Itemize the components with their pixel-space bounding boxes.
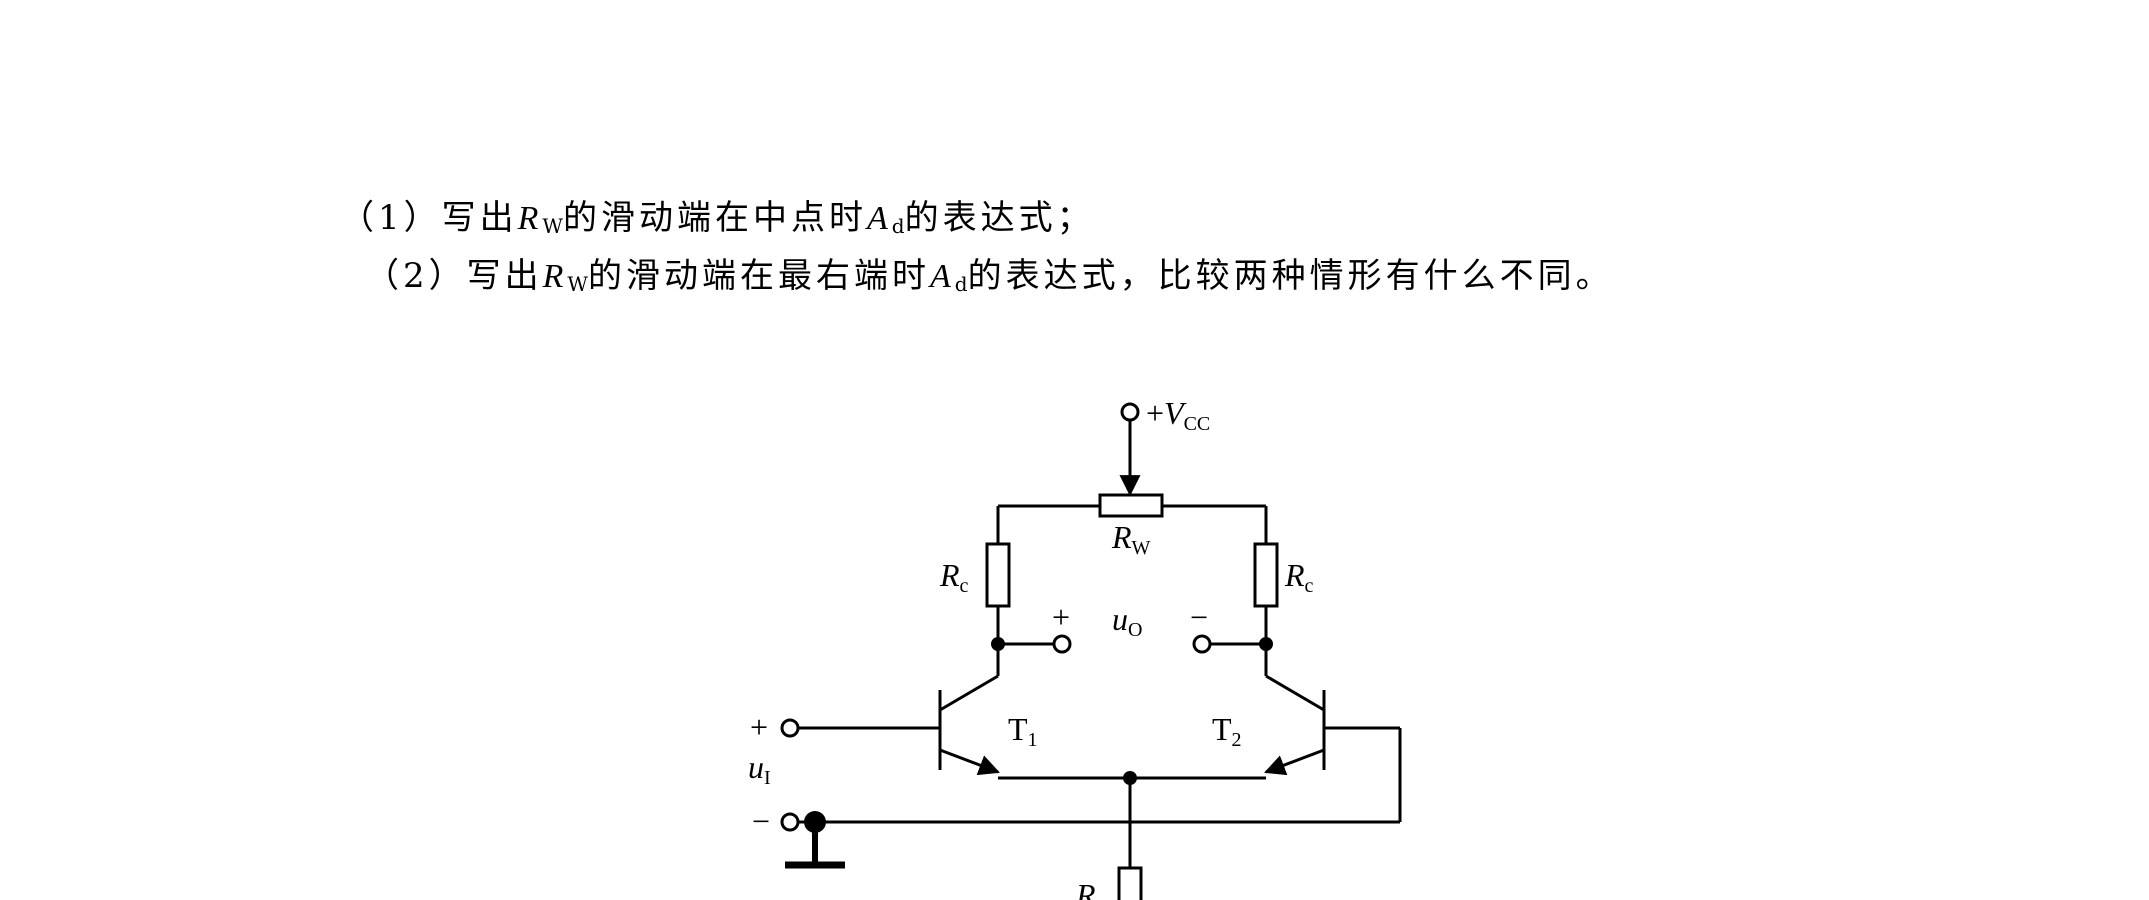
junction-left <box>991 637 1005 651</box>
rc-right-label: Rc <box>1284 557 1314 597</box>
potentiometer-rw <box>1098 493 1164 518</box>
q1-prefix: （1）写出 <box>340 198 518 238</box>
vcc-label: +VCC <box>1146 395 1210 435</box>
ui-label: uI <box>748 749 771 789</box>
q2-var2: A <box>929 258 955 295</box>
t1-collector <box>939 674 999 712</box>
output-terminal-minus <box>1192 634 1212 654</box>
question-1: （1）写出RW的滑动端在中点时Ad的表达式； <box>340 190 1095 239</box>
rc-left-label: Rc <box>939 557 969 597</box>
t1-label: T1 <box>1008 711 1038 751</box>
q1-suffix: 的表达式； <box>904 198 1095 238</box>
output-terminal-plus <box>1052 634 1072 654</box>
junction-ground <box>804 811 826 833</box>
re-label: R <box>1075 877 1096 900</box>
q1-var2: A <box>866 200 892 237</box>
t2-label: T2 <box>1212 711 1242 751</box>
vcc-terminal <box>1120 402 1140 422</box>
resistor-re <box>1117 866 1143 900</box>
uo-plus-label: + <box>1052 599 1070 635</box>
junction-right <box>1259 637 1273 651</box>
input-terminal-plus <box>780 718 800 738</box>
resistor-rc-left <box>985 542 1011 608</box>
t2-emitter <box>1264 748 1325 776</box>
q2-prefix: （2）写出 <box>365 256 543 296</box>
ui-plus-label: + <box>750 709 768 745</box>
uo-label: uO <box>1112 601 1142 641</box>
t2-collector <box>1265 674 1325 712</box>
q2-mid: 的滑动端在最右端时 <box>587 256 930 296</box>
t1-emitter <box>939 748 1000 776</box>
uo-minus-label: − <box>1190 599 1208 635</box>
question-2: （2）写出RW的滑动端在最右端时Ad的表达式，比较两种情形有什么不同。 <box>365 248 1614 297</box>
resistor-rc-right <box>1253 542 1279 608</box>
q1-var2-sub: d <box>891 214 905 238</box>
q1-var: R <box>517 200 543 237</box>
ui-minus-label: − <box>752 803 770 839</box>
rw-label: RW <box>1111 519 1151 559</box>
q2-var-sub: W <box>567 272 588 296</box>
q1-var-sub: W <box>542 214 563 238</box>
q2-var: R <box>542 258 568 295</box>
q2-suffix: 的表达式，比较两种情形有什么不同。 <box>967 256 1614 296</box>
q2-var2-sub: d <box>954 272 968 296</box>
input-terminal-minus <box>780 812 800 832</box>
q1-mid: 的滑动端在中点时 <box>562 198 867 238</box>
junction-emitter <box>1123 771 1137 785</box>
